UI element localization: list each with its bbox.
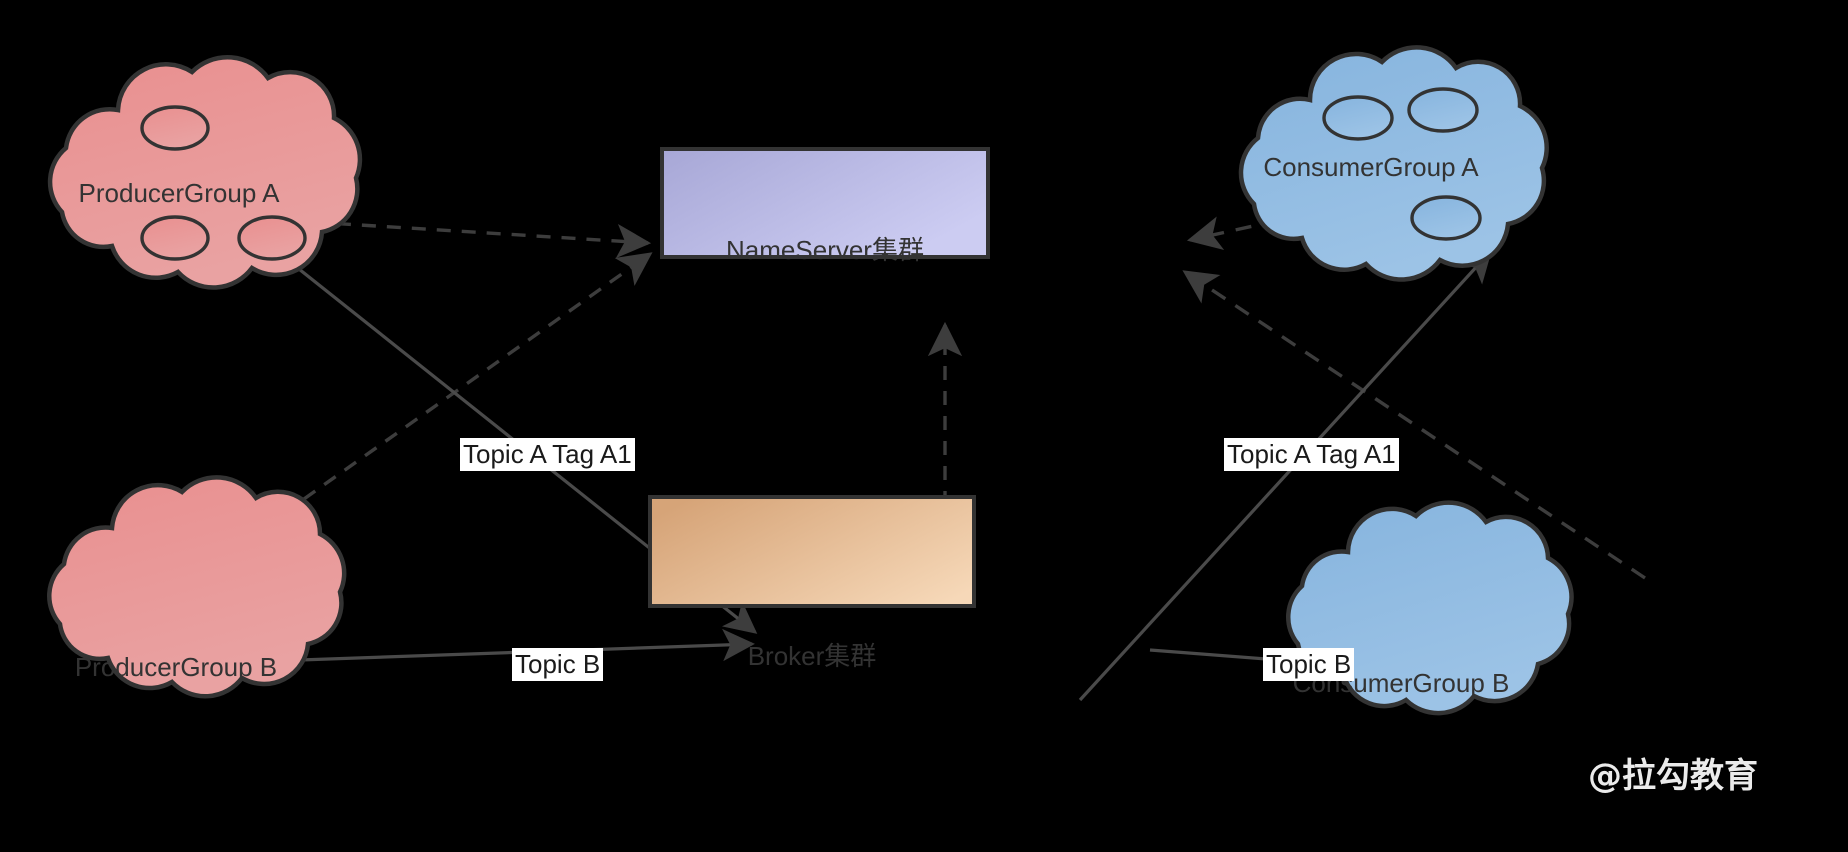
edge-broker-to-consumer-a (1078, 249, 1492, 702)
broker-box (648, 495, 976, 608)
cloud-shape-producer-b (47, 475, 347, 699)
node-broker-cluster[interactable] (648, 495, 976, 608)
cloud-shape-consumer-b (1286, 500, 1574, 716)
producer-a-instance-1 (140, 105, 210, 151)
node-producer-group-a[interactable] (47, 55, 363, 290)
node-producer-group-b[interactable] (47, 475, 347, 699)
edge-label-topic-a-tag-a1-right: Topic A Tag A1 (1224, 438, 1399, 471)
name-server-box (660, 147, 990, 259)
watermark-text: @拉勾教育 (1588, 756, 1758, 796)
cloud-shape-consumer-a (1238, 45, 1549, 282)
node-consumer-group-a[interactable] (1238, 45, 1549, 282)
producer-a-instance-2 (140, 215, 210, 261)
edge-producer-b-to-nameserver (262, 252, 653, 530)
edge-label-topic-b-right: Topic B (1263, 648, 1355, 681)
consumer-a-instance-1 (1322, 95, 1394, 141)
node-name-server-cluster[interactable] (660, 147, 990, 259)
edge-label-topic-a-tag-a1-left: Topic A Tag A1 (460, 438, 635, 471)
edge-label-topic-b-left: Topic B (512, 648, 604, 681)
consumer-a-instance-2 (1407, 87, 1479, 133)
cloud-shape-producer-a (47, 55, 363, 290)
node-consumer-group-b[interactable] (1286, 500, 1574, 716)
consumer-a-instance-3 (1410, 195, 1482, 241)
edge-producer-a-to-nameserver (311, 220, 652, 259)
producer-a-instance-3 (237, 215, 307, 261)
edge-consumer-b-to-nameserver (1182, 270, 1646, 580)
